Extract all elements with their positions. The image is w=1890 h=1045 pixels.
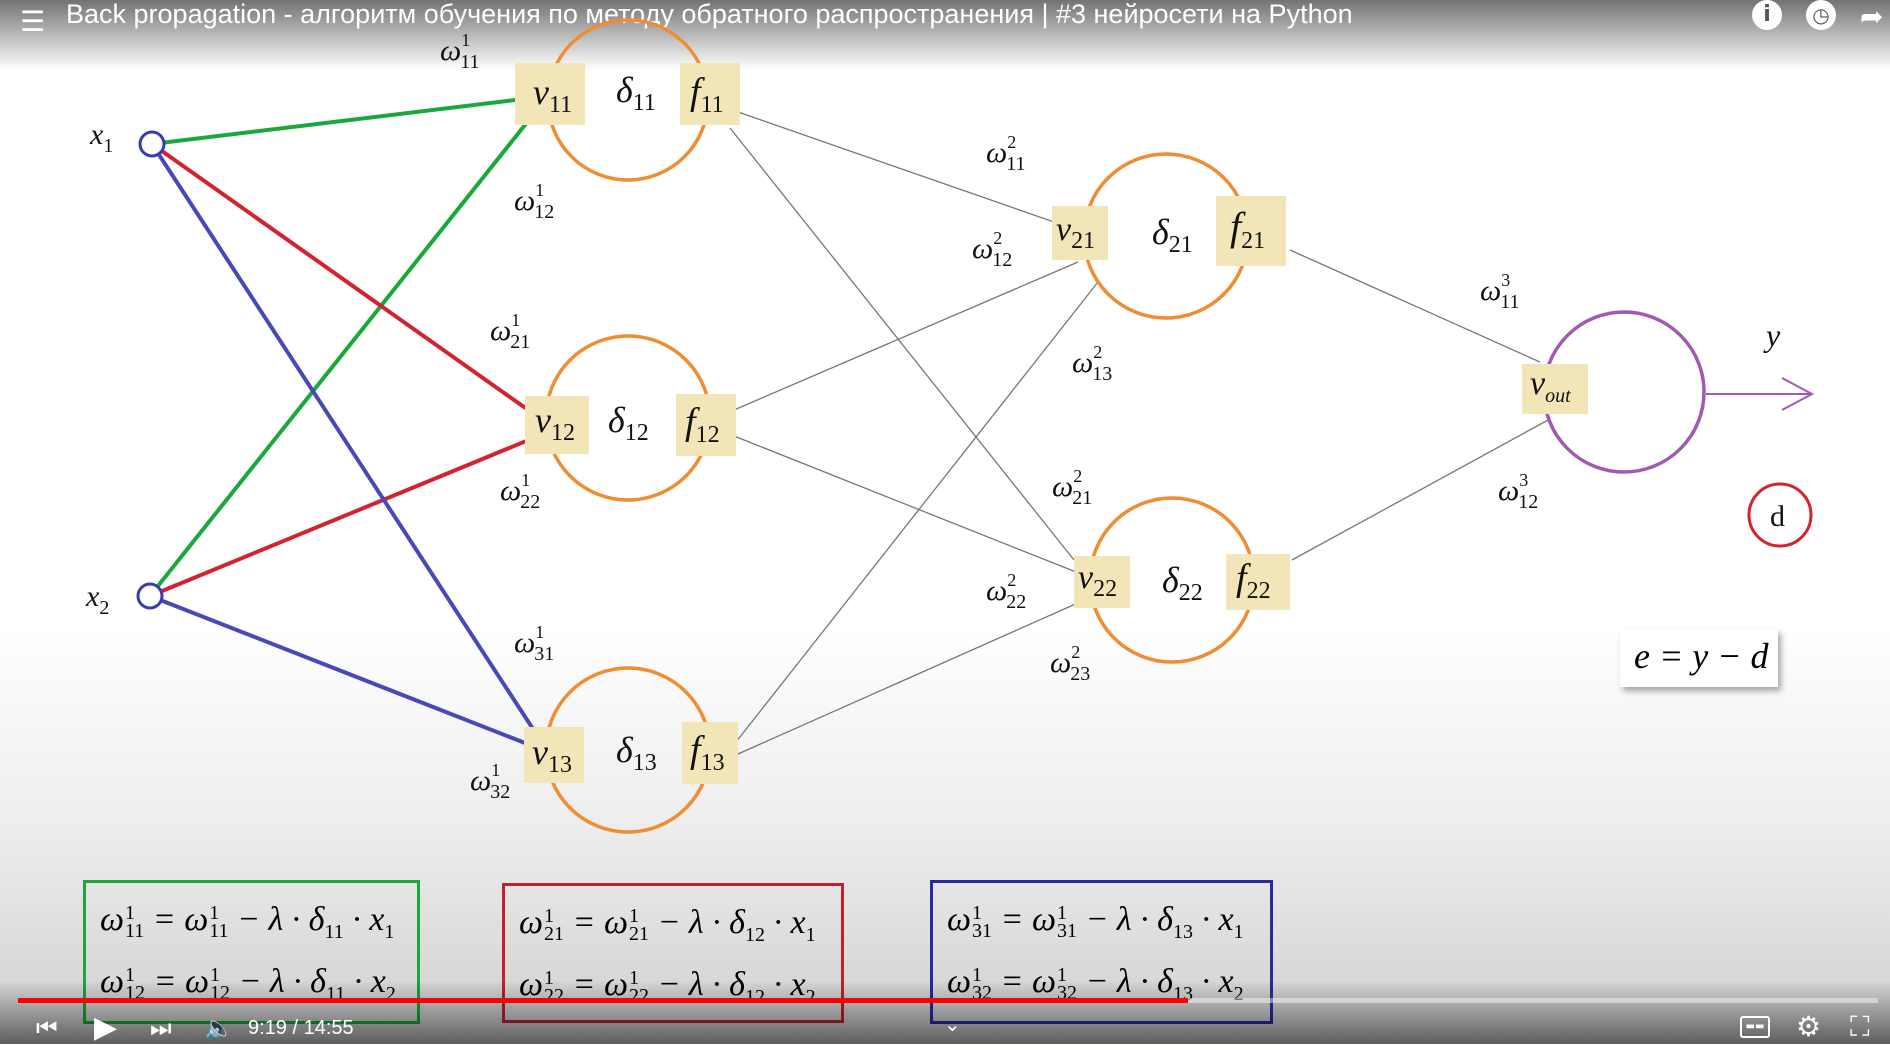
subtitles-icon[interactable]: ▬▬	[1740, 1016, 1770, 1038]
output-y-label: y	[1763, 317, 1781, 353]
progress-bar-fill	[18, 998, 1188, 1003]
target-d-label: d	[1770, 500, 1785, 533]
x2-label: x2	[85, 580, 109, 619]
label-box-vout	[1522, 364, 1588, 414]
label-box-f11	[680, 63, 740, 125]
label-box-f21	[1216, 196, 1286, 266]
delta21-label: δ21	[1152, 212, 1193, 258]
v22-label: v22	[1078, 559, 1117, 602]
info-icon[interactable]: i	[1752, 0, 1782, 30]
delta22-label: δ22	[1162, 560, 1203, 606]
label-box-v11	[515, 63, 585, 125]
time-display: 9:19 / 14:55	[248, 1017, 354, 1039]
label-box-v13	[524, 727, 584, 783]
target-d-circle	[1747, 482, 1813, 548]
label-box-v21	[1052, 206, 1108, 260]
error-formula-box: e = y − d	[1620, 629, 1778, 687]
delta13-label: δ13	[616, 730, 657, 776]
v13-label: v13	[532, 732, 572, 778]
edge-x1-n12	[150, 142, 550, 426]
v21-label: v21	[1056, 211, 1095, 254]
label-box-v22	[1074, 556, 1130, 608]
share-icon[interactable]: ➦	[1860, 0, 1884, 33]
edge-n13-n22	[737, 601, 1081, 755]
player-top-bar	[0, 0, 1890, 70]
label-box-f13	[682, 722, 738, 784]
label-box-f12	[676, 394, 736, 456]
edge-n12-n22	[733, 435, 1077, 573]
next-icon[interactable]: ⏭	[150, 1014, 172, 1042]
edge-x2-n13	[149, 594, 549, 754]
edge-n12-n21	[733, 261, 1079, 411]
v12-label: v12	[535, 400, 575, 446]
player-bottom-bar	[0, 980, 1890, 1044]
watch-later-icon[interactable]: ◷	[1806, 0, 1836, 30]
volume-icon[interactable]: 🔈	[204, 1014, 234, 1042]
input-node-x2	[136, 582, 164, 610]
chevron-down-icon[interactable]: ⌄	[944, 1012, 961, 1036]
edge-n13-n21	[735, 281, 1099, 743]
delta12-label: δ12	[608, 400, 649, 446]
settings-icon[interactable]: ⚙	[1796, 1010, 1822, 1043]
output-arrow	[1706, 377, 1815, 411]
vout-label: vout	[1530, 365, 1571, 407]
input-node-x1	[138, 130, 166, 158]
edge-n11-n22	[729, 127, 1075, 561]
edge-n22-out	[1291, 419, 1549, 561]
label-box-f22	[1226, 554, 1290, 610]
edge-n21-out	[1289, 249, 1541, 363]
edge-x2-n12	[149, 430, 549, 598]
previous-icon[interactable]: ⏮	[36, 1014, 58, 1042]
label-box-v12	[525, 396, 589, 454]
progress-bar-track[interactable]	[18, 998, 1878, 1003]
video-title[interactable]: Back propagation - алгоритм обучения по …	[66, 0, 1353, 29]
play-icon[interactable]: ▶	[94, 1010, 118, 1045]
v11-label: v11	[533, 72, 572, 118]
edge-x1-n13	[150, 142, 550, 754]
menu-playlist-icon[interactable]: ☰	[20, 5, 46, 38]
exit-fullscreen-icon[interactable]: ⛶	[1850, 1010, 1870, 1043]
edge-x2-n11	[148, 94, 550, 598]
error-formula: e = y − d	[1634, 636, 1769, 676]
edge-x1-n11	[151, 94, 549, 146]
delta11-label: δ11	[616, 70, 656, 116]
x1-label: x1	[89, 118, 113, 157]
edge-n11-n21	[737, 111, 1055, 223]
